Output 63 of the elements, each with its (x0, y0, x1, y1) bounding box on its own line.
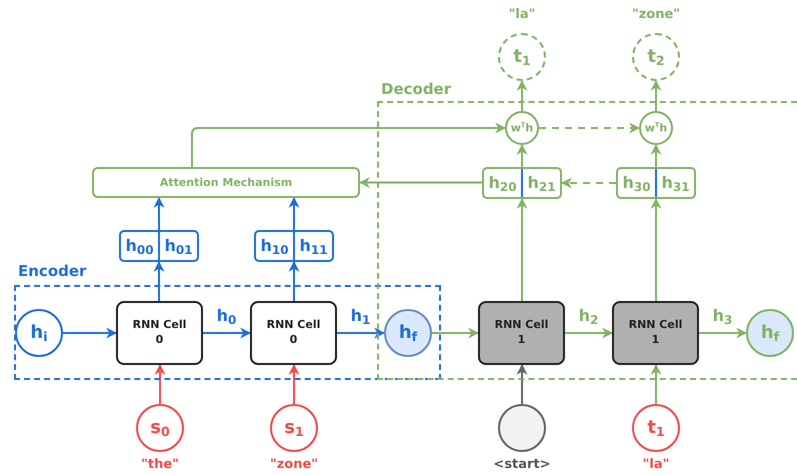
token-label: "la" (642, 457, 670, 472)
state-label: h$_{00}$ (124, 234, 155, 258)
arrow (516, 198, 528, 301)
state-circle: h$_{i}$ (15, 309, 63, 357)
state-label: h$_{31}$ (655, 169, 694, 197)
arrow (337, 328, 386, 338)
arrow (154, 364, 166, 404)
arrow (560, 178, 616, 188)
token-label: "the" (140, 457, 180, 472)
state-label: h$_{30}$ (621, 172, 652, 196)
arrow (288, 196, 300, 230)
arrow (288, 260, 300, 301)
arrow (539, 122, 640, 134)
arrow (154, 260, 164, 301)
edge-label: h$_{3}$ (710, 306, 734, 327)
state-label: h$_{11}$ (293, 232, 332, 260)
state-circle: h$_{f}$ (746, 309, 794, 357)
empty-circle (498, 404, 546, 452)
token-label: "zone" (268, 457, 320, 472)
arrow (650, 198, 662, 301)
state-circle: t$_{2}$ (632, 33, 680, 81)
token-label: <start> (492, 457, 552, 472)
attention-box: Attention Mechanism (92, 167, 360, 198)
arrow (516, 144, 528, 167)
state-label: h$_{01}$ (158, 232, 197, 260)
edge-label: h$_{2}$ (576, 306, 600, 327)
arrow (650, 144, 662, 167)
edge-label: h$_{1}$ (348, 306, 372, 327)
arrow (516, 80, 528, 111)
edge-label: h$_{0}$ (214, 306, 238, 327)
state-circle: s$_{1}$ (270, 404, 318, 452)
group-title: Encoder (18, 262, 86, 280)
rnn-cell-box: RNN Cell 0 (116, 301, 203, 365)
hidden-state-box (119, 230, 199, 262)
hidden-state-box (254, 230, 334, 262)
arrow (516, 364, 528, 404)
state-circle: t$_{1}$ (632, 404, 680, 452)
arrow (432, 328, 480, 338)
hidden-state-box (616, 167, 696, 199)
state-circle: w$^{T}$h (639, 111, 673, 145)
state-circle: s$_{0}$ (136, 404, 184, 452)
arrow (288, 364, 300, 404)
state-label: h$_{10}$ (259, 234, 290, 258)
arrow (699, 328, 748, 338)
arrow (154, 196, 164, 230)
hidden-state-box (482, 167, 562, 199)
arrow (191, 122, 506, 167)
arrow (63, 328, 118, 338)
rnn-cell-box: RNN Cell 0 (250, 301, 337, 365)
group-title: Decoder (381, 80, 452, 98)
rnn-cell-box: RNN Cell 1 (478, 301, 565, 365)
arrow (650, 80, 662, 111)
state-circle: t$_{1}$ (498, 33, 546, 81)
arrow (565, 328, 614, 338)
state-label: h$_{21}$ (521, 169, 560, 197)
rnn-cell-box: RNN Cell 1 (612, 301, 699, 365)
arrow (358, 177, 482, 188)
state-circle: w$^{T}$h (505, 111, 539, 145)
arrow (650, 364, 662, 404)
token-label: "la" (508, 7, 536, 22)
state-label: h$_{20}$ (487, 172, 518, 196)
token-label: "zone" (630, 7, 682, 22)
arrow (203, 328, 252, 338)
